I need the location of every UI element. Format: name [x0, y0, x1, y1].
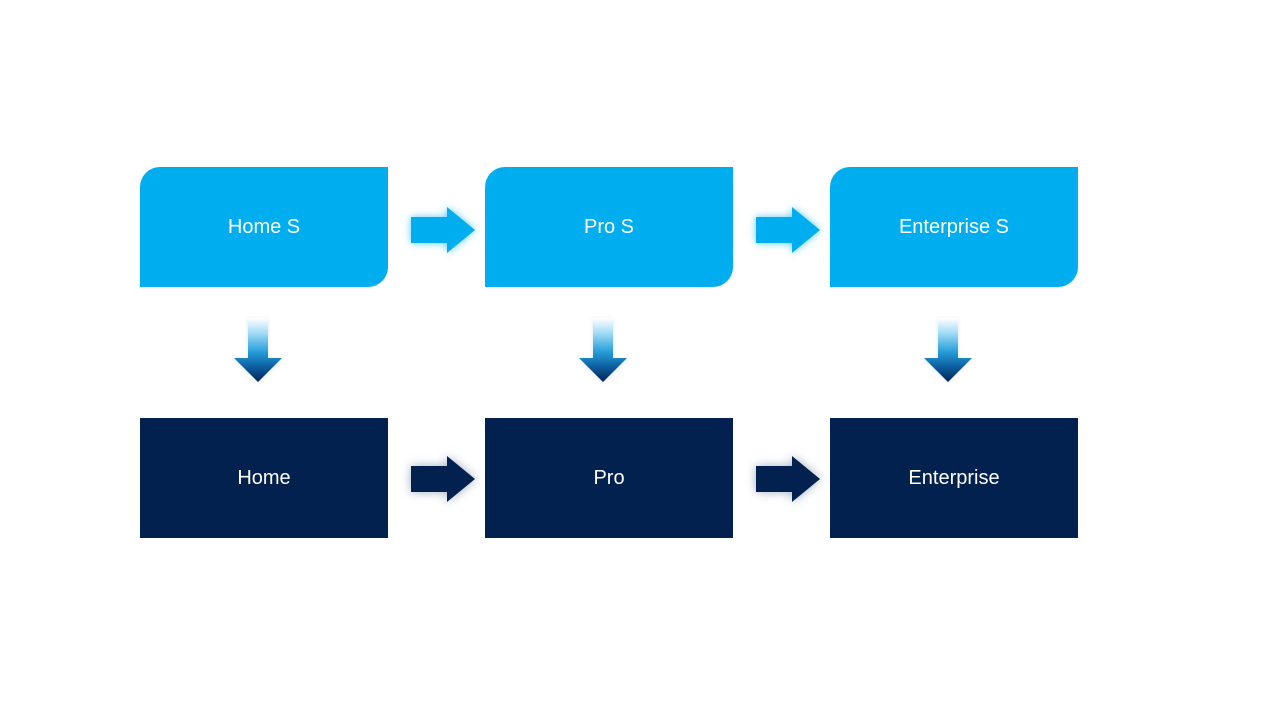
down-arrow-icon [234, 318, 282, 382]
box-home-label: Home [237, 467, 291, 489]
right-arrow-icon [756, 456, 820, 502]
box-enterprise-label: Enterprise [908, 467, 1000, 489]
box-home-s-label: Home S [227, 216, 301, 238]
box-enterprise-s: Enterprise S [830, 167, 1078, 287]
box-pro: Pro [485, 418, 733, 538]
right-arrow-icon [411, 456, 475, 502]
down-arrow-icon [924, 318, 972, 382]
box-pro-s: Pro S [485, 167, 733, 287]
box-enterprise: Enterprise [830, 418, 1078, 538]
box-home: Home [140, 418, 388, 538]
box-home-s: Home S [140, 167, 388, 287]
box-pro-s-label: Pro S [583, 216, 635, 238]
down-arrow-icon [579, 318, 627, 382]
box-pro-label: Pro [593, 467, 625, 489]
box-enterprise-s-label: Enterprise S [898, 216, 1010, 238]
right-arrow-icon [756, 207, 820, 253]
right-arrow-icon [411, 207, 475, 253]
